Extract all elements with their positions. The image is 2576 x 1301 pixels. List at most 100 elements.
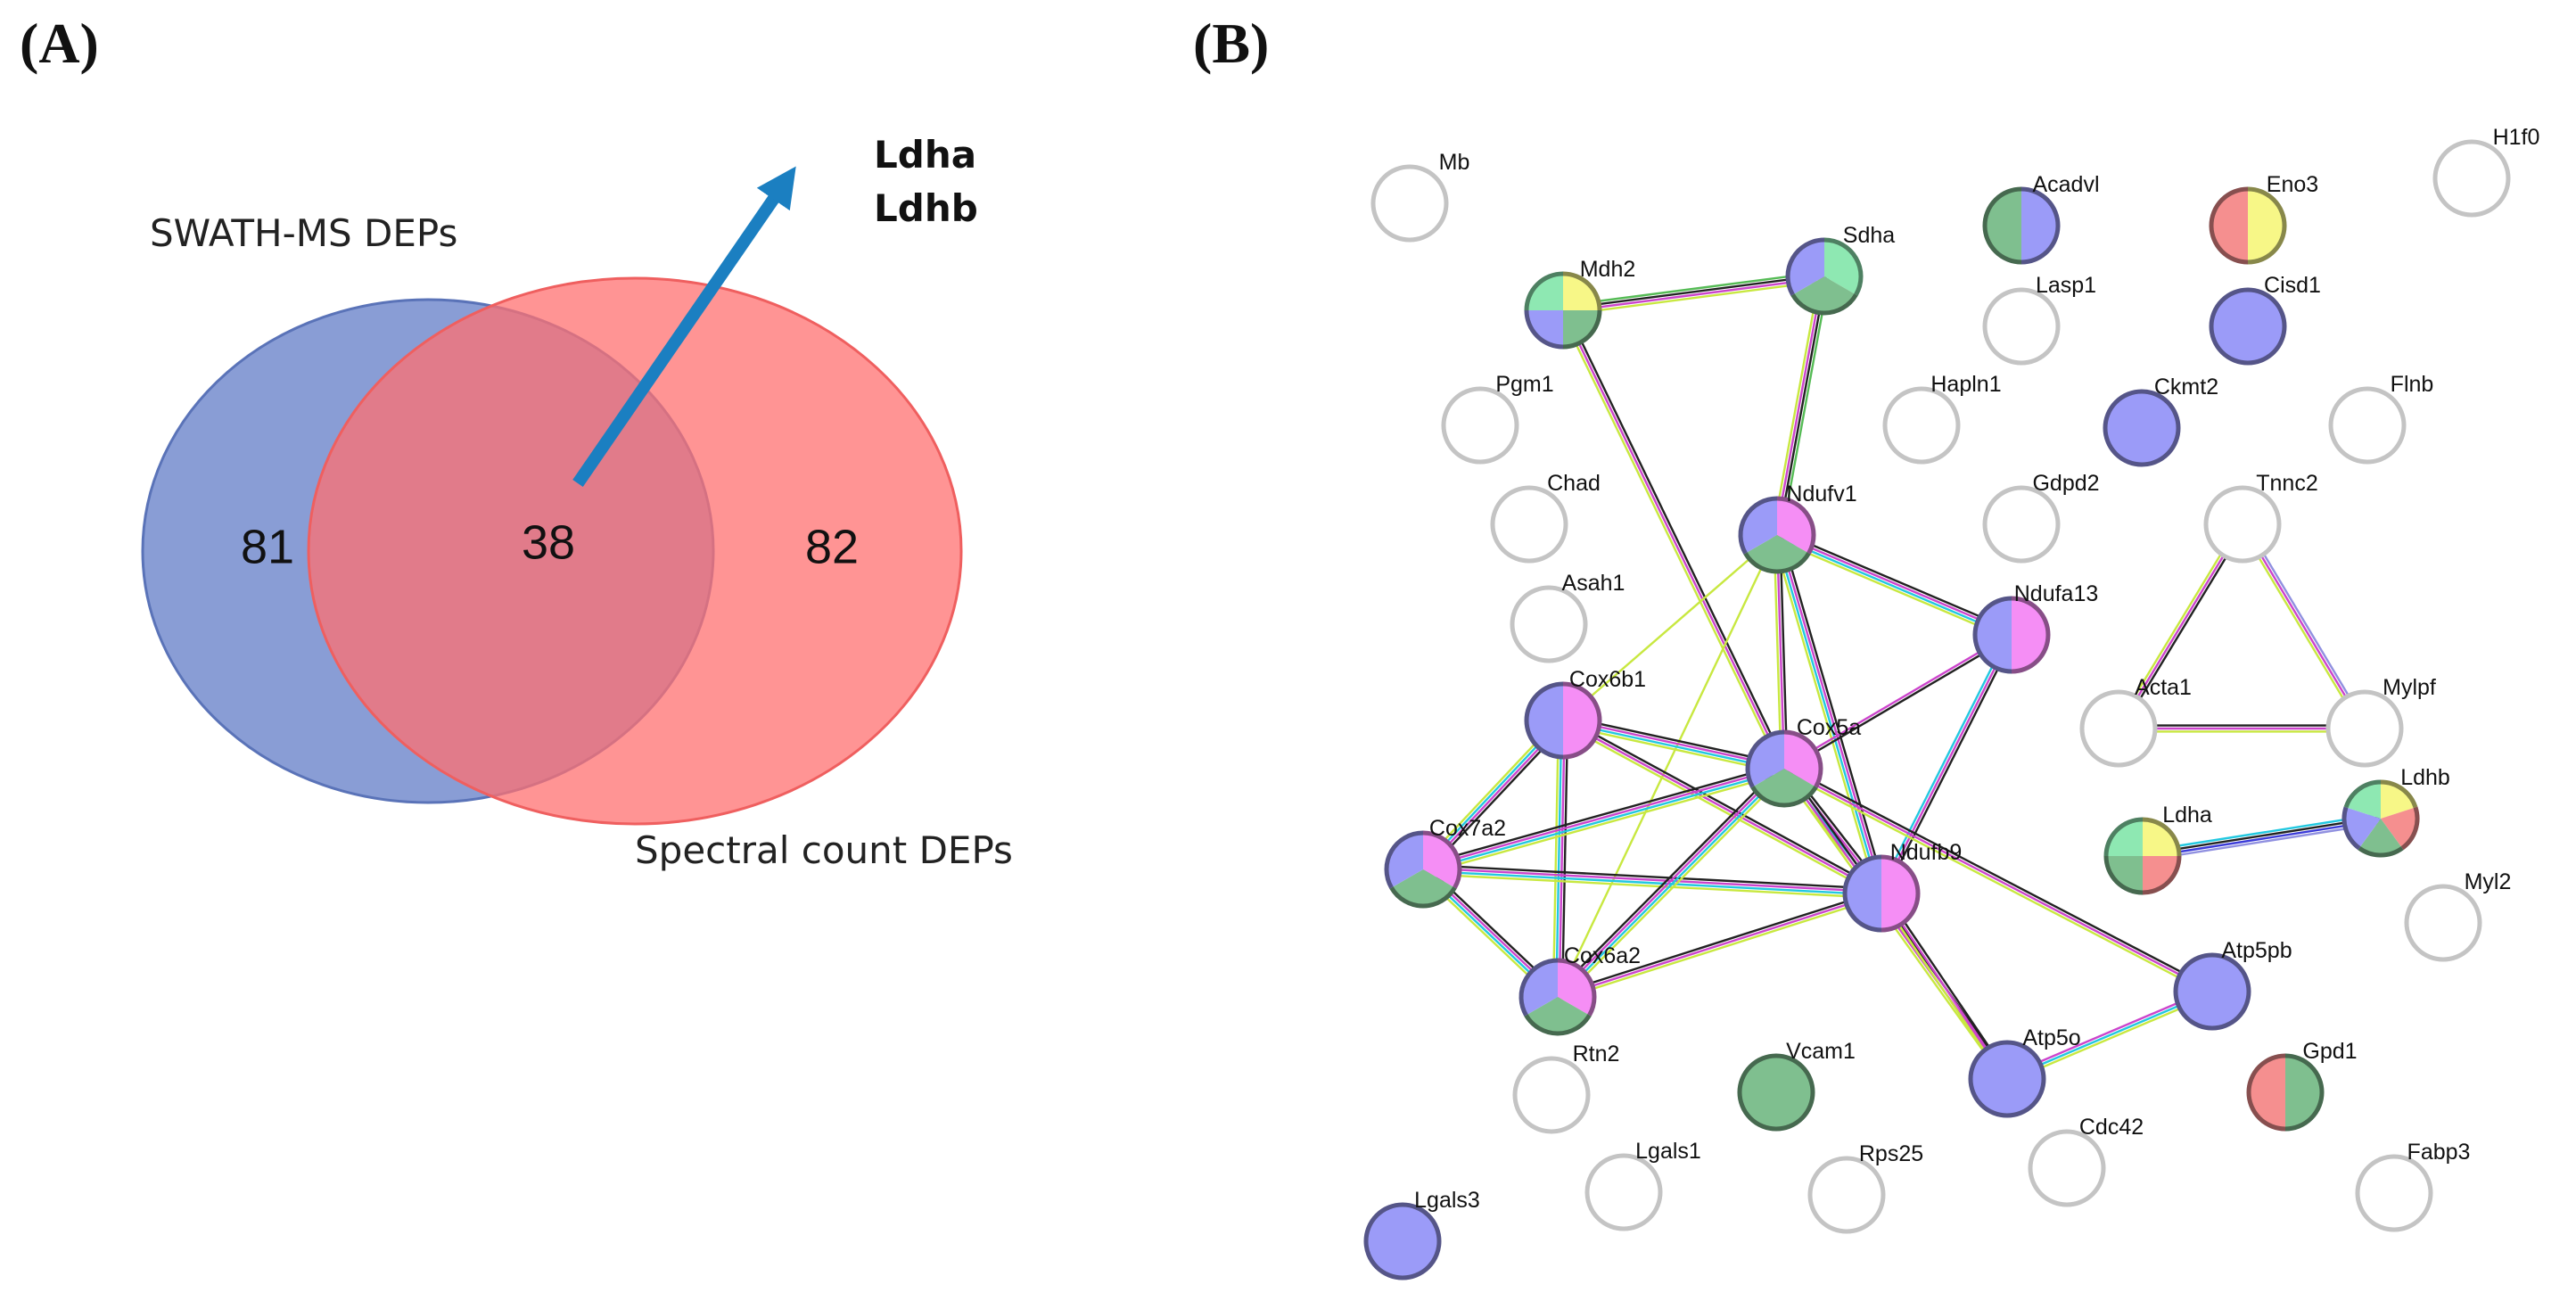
edge-mdh2-sdha — [1562, 270, 1825, 317]
node-wedge-border — [2011, 596, 2051, 674]
node-lgals1[interactable]: Lgals1 — [1584, 1139, 1701, 1231]
node-wedge-border — [1518, 958, 1559, 1017]
node-wedge-border — [1562, 681, 1602, 760]
edge-evidence-line — [1423, 863, 1882, 891]
edge-cox7a2-ndufb9 — [1422, 863, 1882, 900]
spectral-count-set-circle — [307, 276, 963, 826]
node-mb[interactable]: Mb — [1370, 150, 1469, 243]
node-sdha[interactable]: Sdha — [1785, 223, 1895, 316]
node-atp5o[interactable]: Atp5o — [1968, 1025, 2081, 1118]
node-wedge — [1527, 274, 1563, 310]
edge-evidence-line — [2239, 525, 2364, 731]
node-label: Cox7a2 — [1429, 816, 1506, 841]
node-rps25[interactable]: Rps25 — [1807, 1141, 1923, 1234]
node-cisd1[interactable]: Cisd1 — [2209, 273, 2321, 366]
edge-evidence-line — [1771, 275, 1822, 535]
node-h1f0[interactable]: H1f0 — [2432, 125, 2539, 218]
edge-evidence-line — [1562, 270, 1824, 308]
node-ndufa13[interactable]: Ndufa13 — [1972, 581, 2098, 674]
node-circle — [2028, 1129, 2106, 1207]
node-cox6b1[interactable]: Cox6b1 — [1524, 667, 1646, 760]
edge-ldha-ldhb — [2142, 812, 2382, 862]
edge-tnnc2-mylpf — [2239, 522, 2368, 731]
node-rtn2[interactable]: Rtn2 — [1512, 1042, 1619, 1134]
node-gpd1[interactable]: Gpd1 — [2246, 1039, 2358, 1132]
node-wedge — [1975, 598, 2012, 671]
node-circle — [1982, 485, 2061, 564]
node-wedge-border — [2343, 779, 2382, 809]
node-gdpd2[interactable]: Gdpd2 — [1982, 471, 2100, 564]
node-fabp3[interactable]: Fabp3 — [2355, 1140, 2471, 1232]
node-eno3[interactable]: Eno3 — [2209, 172, 2318, 265]
edge-evidence-line — [1422, 872, 1881, 900]
node-label: Lgals3 — [1414, 1188, 1480, 1213]
node-tnnc2[interactable]: Tnnc2 — [2203, 471, 2318, 564]
node-ndufv1[interactable]: Ndufv1 — [1738, 482, 1857, 574]
node-myl2[interactable]: Myl2 — [2404, 869, 2511, 962]
node-hapln1[interactable]: Hapln1 — [1882, 372, 2002, 465]
node-ldha[interactable]: Ldha — [2103, 803, 2212, 895]
node-circle — [1584, 1153, 1663, 1231]
edge-cox6a2-ndufb9 — [1556, 889, 1883, 1001]
node-ldhb[interactable]: Ldhb — [2341, 765, 2450, 858]
node-wedge — [2143, 819, 2179, 856]
node-label: Fabp3 — [2407, 1140, 2471, 1165]
edge-evidence-line — [1784, 635, 2013, 771]
edge-ndufa13-cox5a — [1782, 632, 2013, 771]
node-label: Flnb — [2391, 372, 2434, 397]
node-wedge-border — [2103, 855, 2144, 895]
node-wedge — [1845, 857, 1881, 930]
edge-cox6a2-cox5a — [1553, 764, 1789, 1001]
edge-ndufv1-ndufb9 — [1771, 533, 1888, 895]
node-acadvl[interactable]: Acadvl — [1982, 172, 2100, 265]
node-label: Mylpf — [2383, 675, 2436, 700]
edge-evidence-line — [1560, 720, 1569, 998]
node-circle — [2355, 1154, 2433, 1232]
edge-evidence-line — [1555, 720, 1563, 997]
edge-cox6b1-ndufb9 — [1560, 716, 1884, 898]
edge-evidence-line — [1775, 535, 2012, 638]
edge-evidence-line — [2115, 522, 2242, 728]
edge-evidence-line — [1882, 635, 2016, 896]
edge-evidence-line — [1424, 771, 1786, 876]
node-pgm1[interactable]: Pgm1 — [1441, 372, 1554, 465]
node-label: Acadvl — [2032, 172, 2099, 197]
node-lasp1[interactable]: Lasp1 — [1982, 273, 2096, 366]
node-atp5pb[interactable]: Atp5pb — [2173, 938, 2292, 1031]
node-vcam1[interactable]: Vcam1 — [1737, 1039, 1856, 1132]
node-cox6a2[interactable]: Cox6a2 — [1518, 943, 1641, 1036]
node-ckmt2[interactable]: Ckmt2 — [2103, 375, 2218, 467]
edge-evidence-line — [1775, 534, 1786, 770]
node-wedge — [1563, 274, 1600, 310]
edge-cox7a2-cox5a — [1421, 762, 1786, 876]
edge-evidence-line — [1561, 309, 1786, 770]
node-circle — [2325, 689, 2404, 768]
node-wedge — [1563, 310, 1600, 347]
node-ndufb9[interactable]: Ndufb9 — [1842, 840, 1962, 933]
edge-cox6b1-cox6a2 — [1551, 720, 1569, 998]
node-wedge-border — [1557, 958, 1597, 1017]
node-cdc42[interactable]: Cdc42 — [2028, 1115, 2144, 1207]
node-wedge — [2211, 189, 2248, 262]
node-flnb[interactable]: Flnb — [2328, 372, 2434, 465]
node-asah1[interactable]: Asah1 — [1510, 571, 1625, 663]
node-mdh2[interactable]: Mdh2 — [1524, 257, 1635, 350]
node-label: Eno3 — [2267, 172, 2318, 197]
node-label: Gdpd2 — [2032, 471, 2099, 496]
node-lgals3[interactable]: Lgals3 — [1363, 1188, 1480, 1280]
node-wedge-border — [2020, 186, 2061, 265]
node-cox5a[interactable]: Cox5a — [1745, 715, 1861, 808]
edge-evidence-line — [1560, 770, 1789, 1001]
node-chad[interactable]: Chad — [1490, 471, 1601, 564]
node-label: Vcam1 — [1786, 1039, 1856, 1064]
node-wedge-border — [2247, 186, 2287, 265]
edge-evidence-line — [1562, 719, 1882, 895]
edge-evidence-line — [1779, 534, 1789, 769]
node-cox7a2[interactable]: Cox7a2 — [1384, 816, 1506, 909]
node-wedge — [1881, 857, 1918, 930]
edge-evidence-line — [1423, 769, 1785, 872]
edge-evidence-line — [2241, 523, 2366, 729]
edge-evidence-line — [1782, 632, 2012, 769]
node-acta1[interactable]: Acta1 — [2079, 675, 2192, 768]
node-mylpf[interactable]: Mylpf — [2325, 675, 2436, 768]
